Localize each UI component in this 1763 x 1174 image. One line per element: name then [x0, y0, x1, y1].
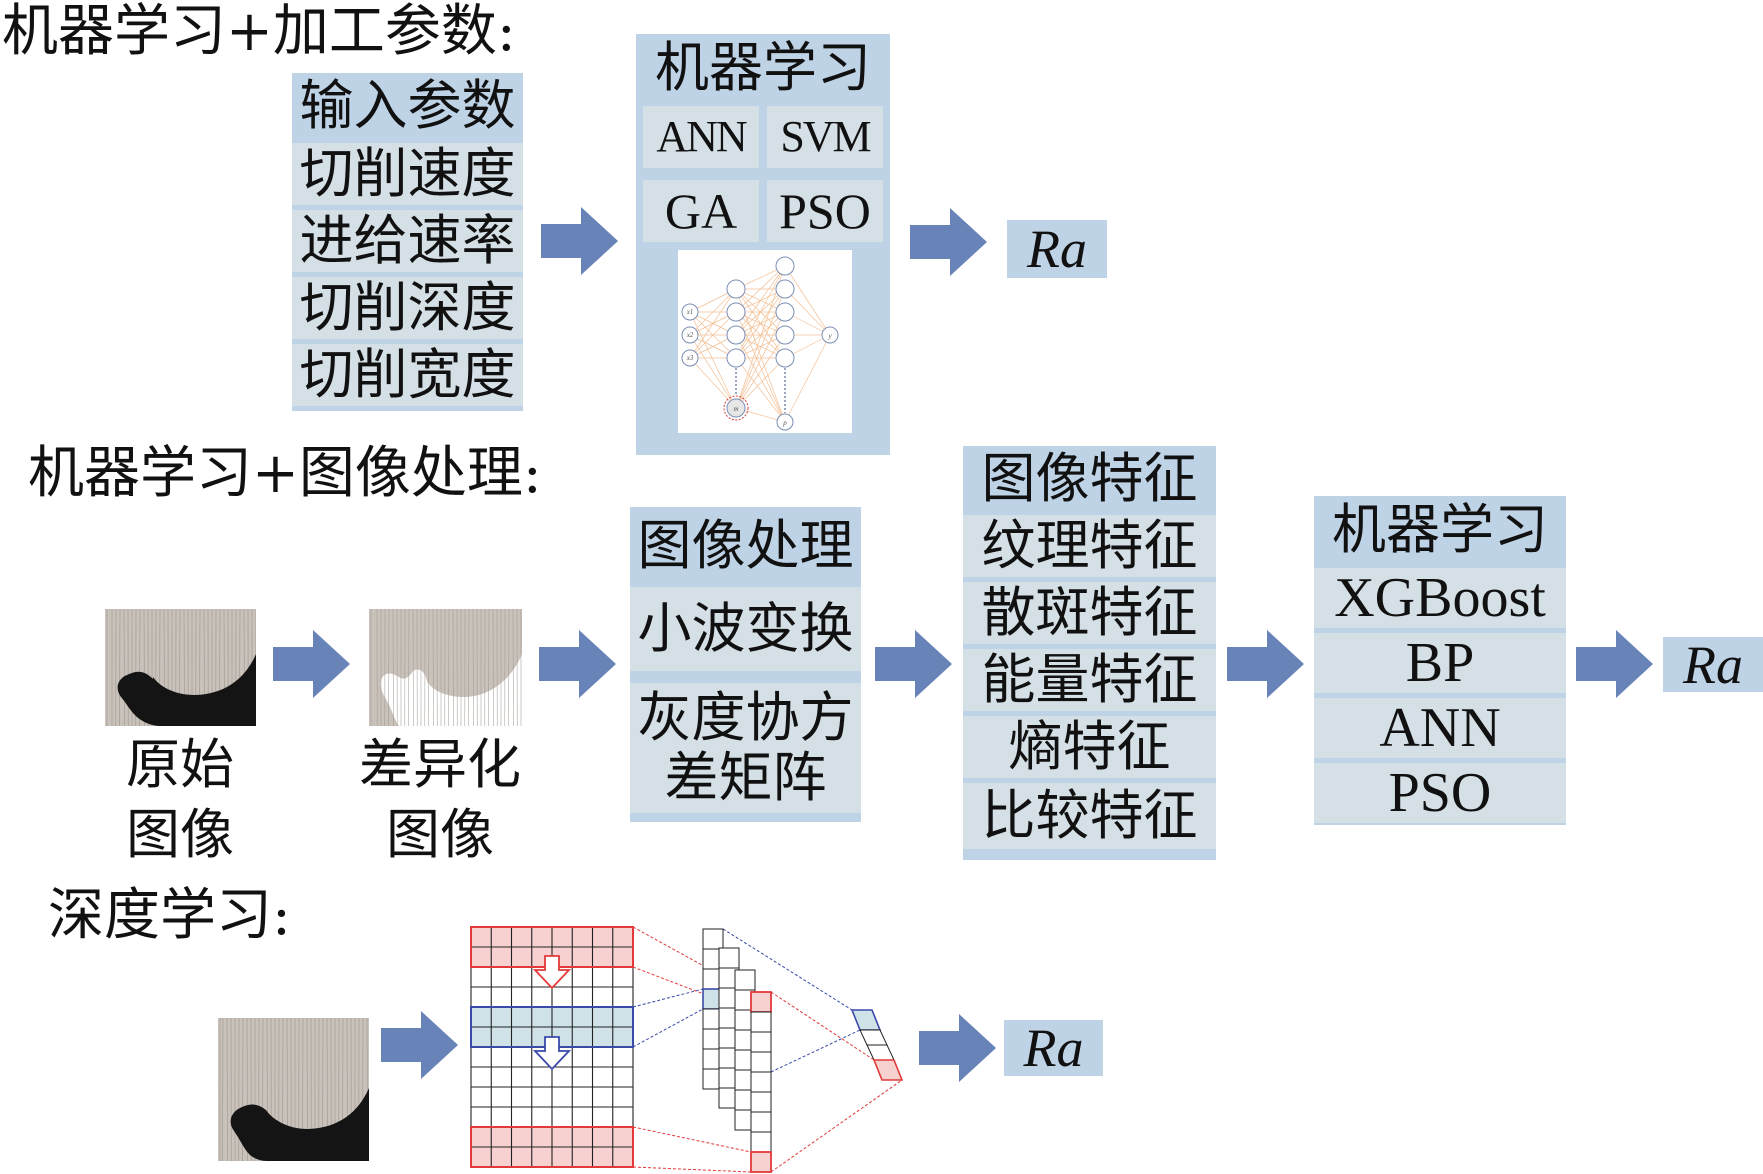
label-line: 差异化 [359, 733, 521, 796]
section3-heading: 深度学习: [48, 883, 291, 948]
feature-item: 比较特征 [963, 783, 1216, 849]
nn-hidden-node [776, 413, 794, 431]
feature-map-cell [734, 969, 756, 991]
model-item: PSO [1314, 763, 1566, 823]
output-vector [850, 1009, 904, 1081]
nn-hidden-node-m [726, 398, 746, 418]
feature-map-cell [750, 1011, 772, 1033]
nn-hidden-node [726, 279, 746, 299]
output-ra-3: Ra [1004, 1018, 1103, 1078]
image-processing-title: 图像处理 [630, 511, 861, 581]
arrow-right-icon [1576, 630, 1653, 698]
output-ra-1: Ra [1007, 219, 1107, 279]
label-line: 图像 [126, 803, 234, 866]
feature-map-cell [750, 1131, 772, 1153]
ml-title: 机器学习 [655, 36, 871, 99]
nn-label: m [733, 405, 738, 413]
nn-hidden-node [775, 279, 795, 299]
nn-hidden-node [775, 325, 795, 345]
input-item: 切削宽度 [292, 344, 523, 406]
feature-map-cell [750, 1111, 772, 1133]
kernel-bottom-band [470, 1126, 634, 1168]
method-pso: PSO [767, 180, 883, 242]
feature-item: 熵特征 [963, 716, 1216, 778]
ml-models-box: 机器学习 XGBoost BP ANN PSO [1314, 496, 1566, 825]
label-line: 图像 [386, 803, 494, 866]
arrow-right-icon [381, 1011, 458, 1079]
nn-hidden-node [726, 302, 746, 322]
input-image [218, 1018, 369, 1161]
nn-hidden-node [775, 256, 795, 276]
feature-map-cell [702, 928, 724, 950]
input-item: 切削深度 [292, 277, 523, 339]
nn-label: p [782, 419, 787, 427]
nn-label: x1 [686, 308, 694, 316]
input-item: 进给速率 [292, 210, 523, 272]
nn-hidden-node [775, 348, 795, 368]
feature-item: 能量特征 [963, 649, 1216, 711]
arrow-right-icon [273, 630, 350, 698]
arrow-right-icon [541, 207, 618, 275]
processing-item-line: 差矩阵 [664, 746, 827, 809]
feature-map-cell [750, 1151, 772, 1173]
nn-input-node [681, 326, 699, 344]
nn-output-node [821, 326, 839, 344]
image-processing-box: 图像处理 小波变换 灰度协方 差矩阵 [630, 507, 861, 822]
processing-item-line: 灰度协方 [637, 686, 854, 749]
label-line: 原始 [126, 733, 234, 796]
feature-map-cell [750, 991, 772, 1013]
input-parameters-box: 输入参数 切削速度 进给速率 切削深度 切削宽度 [292, 73, 523, 411]
method-ga: GA [643, 180, 759, 242]
slide-down-arrow-icon [532, 955, 572, 990]
feature-item: 纹理特征 [963, 515, 1216, 577]
ml-methods-box: 机器学习 ANN SVM GA PSO x1 x2 [636, 34, 890, 455]
feature-map-cell [750, 1031, 772, 1053]
arrow-right-icon [1227, 630, 1304, 698]
nn-hidden-node [775, 302, 795, 322]
model-item: ANN [1314, 698, 1566, 758]
input-parameters-title: 输入参数 [292, 75, 523, 137]
arrow-right-icon [875, 630, 952, 698]
image-features-title: 图像特征 [963, 448, 1216, 510]
nn-label: x2 [686, 331, 694, 339]
processing-item-glcm: 灰度协方 差矩阵 [630, 683, 861, 813]
nn-input-node [681, 349, 699, 367]
nn-input-node [681, 303, 699, 321]
neural-network-diagram: x1 x2 x3 m p y [678, 250, 852, 433]
differential-image [369, 609, 522, 726]
output-ra-2: Ra [1663, 635, 1763, 695]
original-image-label: 原始 图像 [100, 730, 260, 870]
feature-map-cell [750, 1091, 772, 1113]
method-ann: ANN [643, 106, 759, 168]
section1-heading: 机器学习+加工参数: [2, 0, 516, 64]
image-features-box: 图像特征 纹理特征 散斑特征 能量特征 熵特征 比较特征 [963, 446, 1216, 860]
nn-label: y [827, 332, 832, 340]
nn-hidden-node [726, 325, 746, 345]
processing-item: 小波变换 [630, 587, 861, 671]
model-item: XGBoost [1314, 568, 1566, 628]
method-svm: SVM [767, 106, 883, 168]
arrow-right-icon [910, 208, 987, 276]
cnn-diagram [470, 926, 904, 1173]
input-item: 切削速度 [292, 143, 523, 205]
differential-image-label: 差异化 图像 [340, 730, 540, 870]
ml-models-title: 机器学习 [1314, 498, 1566, 562]
arrow-right-icon [539, 630, 616, 698]
nn-hidden-node [726, 348, 746, 368]
arrow-right-icon [919, 1014, 996, 1082]
model-item: BP [1314, 633, 1566, 693]
feature-map-cell [718, 947, 740, 969]
feature-map-cell [750, 1051, 772, 1073]
section2-heading: 机器学习+图像处理: [28, 441, 542, 506]
original-image [105, 609, 256, 726]
nn-label: x3 [686, 354, 694, 362]
slide-down-arrow-icon [532, 1036, 572, 1071]
feature-item: 散斑特征 [963, 582, 1216, 644]
feature-map-cell [750, 1071, 772, 1093]
